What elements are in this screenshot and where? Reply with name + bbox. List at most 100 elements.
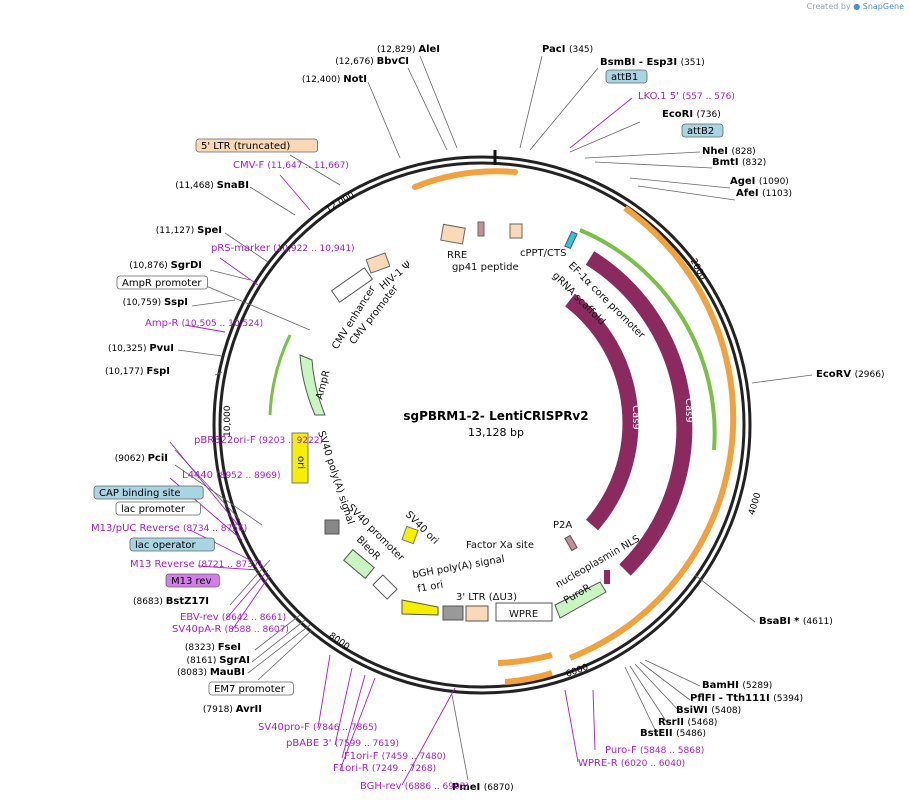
enzyme-label-11: AgeI (1090) [730, 176, 789, 187]
bgh-polya-box [442, 605, 464, 621]
brand-logo-text: SnapGene [862, 2, 904, 11]
feature-gp41: gp41 peptide [452, 262, 519, 273]
enzyme-label-14: BsaBI * (4611) [759, 616, 833, 627]
ring-tick-12000: 12,000 [324, 191, 357, 216]
rre-box [440, 223, 466, 245]
green-arc-right [579, 228, 717, 451]
feature-wpre: WPRE [509, 609, 538, 620]
site-box-label-36: M13 rev [171, 576, 212, 587]
site-box-29 [208, 681, 294, 696]
feature-3ltr: 3' LTR (ΔU3) [456, 592, 517, 603]
primer-label-51: pRS-marker (10,922 .. 10,941) [211, 243, 355, 254]
enzyme-label-22: PmeI (6870) [452, 782, 514, 793]
cyan-feature [564, 230, 578, 250]
enzyme-label-3: PacI (345) [542, 44, 593, 55]
enzyme-label-17: BsiWI (5408) [676, 705, 741, 716]
feature-ori: ori [295, 456, 306, 469]
em7-box [372, 574, 398, 600]
site-box-label-5: attB1 [611, 72, 638, 83]
site-box-55 [195, 138, 318, 153]
site-box-label-29: EM7 promoter [214, 684, 286, 695]
enzyme-label-4: BsmBI - Esp3I (351) [600, 57, 705, 68]
ltr3-box [465, 605, 489, 622]
site-box-label-38: lac operator [135, 540, 196, 551]
primer-label-27: SV40pro-F (7846 .. 7865) [258, 722, 377, 733]
snapgene-logo-icon: ● [853, 2, 861, 11]
orange-arc-right [568, 205, 737, 661]
primer-label-25: F1ori-F (7459 .. 7480) [344, 751, 446, 762]
site-box-41 [93, 485, 204, 500]
cmv-promoter-box [330, 267, 374, 303]
enzyme-label-2: (12,400) NotI [302, 74, 367, 85]
hiv1-box [365, 252, 391, 274]
snapgene-brand: Created by ● SnapGene [807, 2, 904, 11]
enzyme-label-31: (8161) SgrAI [186, 655, 250, 666]
site-box-label-49: AmpR promoter [122, 278, 202, 289]
enzyme-label-46: (10,325) PvuI [108, 343, 174, 354]
feature-cas9-outer: Cas9 [683, 398, 694, 423]
feature-p2a: P2A [553, 520, 572, 531]
primer-label-23: BGH-rev (6886 .. 6903) [360, 781, 469, 792]
enzyme-label-48: (10,759) SspI [123, 297, 188, 308]
feature-cppt: cPPT/CTS [520, 248, 566, 259]
backbone-inner-ring [218, 161, 746, 689]
enzyme-label-9: NheI (828) [702, 146, 756, 157]
primer-label-39: M13/pUC Reverse (8734 .. 8756) [91, 523, 247, 534]
enzyme-label-16: PflFI - Tth111I (5394) [690, 693, 803, 704]
enzyme-label-18: RsrII (5468) [658, 717, 717, 728]
feature-bgh: bGH poly(A) signal [412, 554, 506, 581]
site-box-5 [605, 69, 648, 84]
cas9-arc-outer [585, 251, 693, 576]
site-box-49 [116, 275, 208, 290]
enzyme-label-12: AfeI (1103) [736, 188, 792, 199]
feature-cas9-inner: Cas9 [630, 405, 641, 430]
site-labels: (12,829) AleI(12,676) BbvCI(12,400) NotI… [91, 44, 885, 793]
feature-rre: RRE [447, 250, 467, 261]
enzyme-label-35: (8683) BstZ17I [133, 596, 209, 607]
ring-tick-10000: 10,000 [223, 405, 233, 437]
enzyme-label-10: BmtI (832) [712, 157, 766, 168]
cas9-arc-inner [565, 293, 639, 531]
enzyme-label-43: (9062) PciI [115, 453, 168, 464]
orange-arc-bottom-2 [504, 670, 553, 685]
site-box-40 [115, 501, 201, 516]
backbone-outer-ring [212, 155, 752, 695]
primer-label-26: pBABE 3' (7599 .. 7619) [286, 738, 399, 749]
enzyme-label-19: BstEII (5486) [640, 728, 706, 739]
orange-arc-top [412, 168, 518, 190]
enzyme-label-50: (10,876) SgrDI [129, 260, 202, 271]
site-box-36 [165, 573, 220, 588]
primer-label-6: LKO.1 5' (557 .. 576) [638, 91, 735, 102]
primer-label-47: Amp-R (10,505 .. 10,524) [145, 318, 263, 329]
primer-lines [169, 97, 633, 786]
enzyme-label-28: (7918) AvrII [203, 704, 262, 715]
enzyme-label-7: EcoRI (736) [662, 109, 721, 120]
site-box-label-55: 5' LTR (truncated) [201, 141, 290, 152]
sv40-ori-box [401, 525, 419, 545]
enzyme-label-30: (8083) MauBI [177, 667, 245, 678]
enzyme-label-1: (12,676) BbvCI [335, 56, 409, 67]
primer-label-33: SV40pA-R (8588 .. 8607) [172, 624, 289, 635]
cppt-box [509, 223, 523, 239]
site-box-label-40: lac promoter [121, 504, 186, 515]
plasmid-name: sgPBRM1-2- LentiCRISPRv2 [403, 409, 588, 423]
orange-arc-bottom [497, 652, 553, 666]
primer-label-54: CMV-F (11,647 .. 11,667) [233, 160, 349, 171]
bleor-box [343, 548, 375, 580]
primer-label-34: EBV-rev (8642 .. 8661) [180, 612, 286, 623]
primer-label-20: Puro-F (5848 .. 5868) [605, 745, 704, 756]
brand-prefix: Created by [806, 2, 851, 11]
site-box-38 [129, 537, 215, 552]
ampr-arrow [299, 354, 326, 416]
enzyme-label-15: BamHI (5289) [702, 680, 772, 691]
leader-lines [174, 55, 813, 781]
gp41-box [477, 221, 485, 237]
feature-factor-xa: Factor Xa site [466, 540, 534, 551]
ring-tick-4000: 4000 [747, 491, 763, 516]
enzyme-label-32: (8323) FseI [185, 642, 241, 653]
p2a-box [564, 534, 578, 552]
wpre-box [495, 602, 553, 622]
enzyme-label-53: (11,468) SnaBI [175, 180, 249, 191]
